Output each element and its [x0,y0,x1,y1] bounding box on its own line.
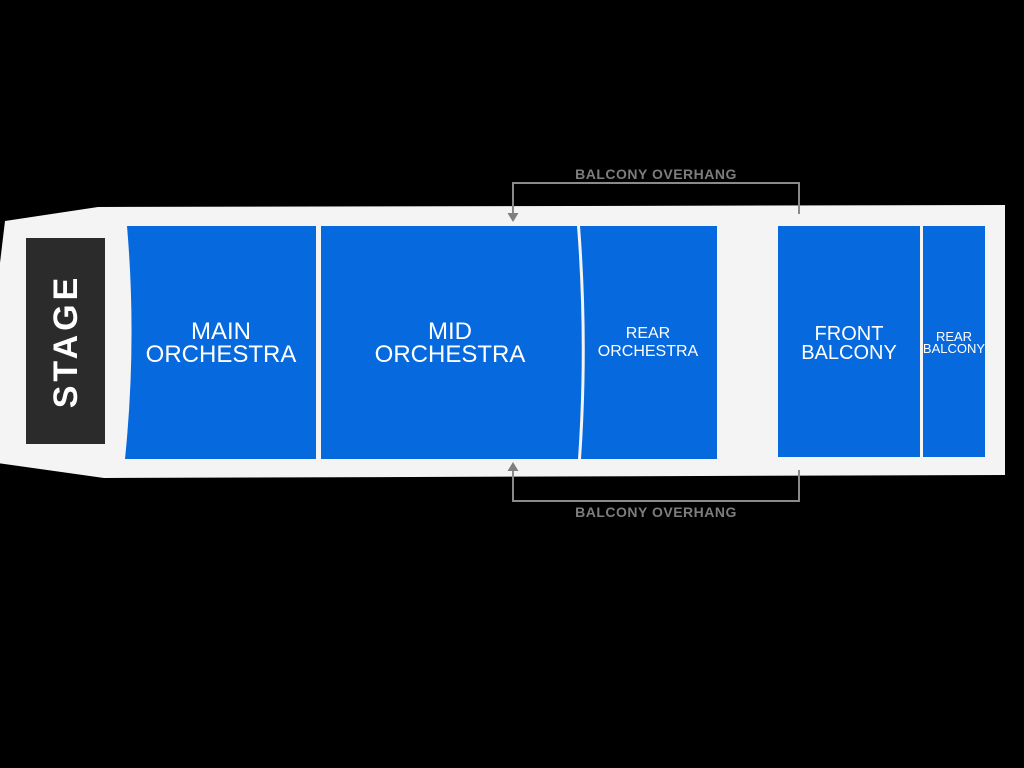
balcony-overhang-bottom-label: BALCONY OVERHANG [575,504,737,520]
mid-orchestra-label-line1: MID [428,318,472,345]
main-orchestra-label-line1: MAIN [191,318,251,345]
stage-block [26,238,105,444]
rear-balcony-label-line2: BALCONY [923,341,985,356]
balcony-overhang-bottom-arrow-icon [507,462,519,471]
main-orchestra-label-line2: ORCHESTRA [146,341,297,368]
balcony-overhang-bottom-bracket [512,468,800,502]
front-balcony-label-line1: FRONT [815,323,884,345]
section-rear-orchestra[interactable] [580,226,717,459]
rear-orchestra-label-line2: ORCHESTRA [598,343,699,360]
rear-orchestra-label-line1: REAR [626,325,670,342]
front-balcony-label-line2: BALCONY [801,342,897,364]
section-rear-balcony[interactable] [923,226,985,457]
mid-orchestra-label-line2: ORCHESTRA [375,341,526,368]
section-front-balcony[interactable] [778,226,920,457]
section-main-orchestra[interactable] [125,226,316,459]
stage-label: STAGE [47,274,85,409]
balcony-overhang-top-label: BALCONY OVERHANG [575,166,737,182]
rear-balcony-label-line1: REAR [936,329,972,344]
section-mid-orchestra[interactable] [321,226,582,459]
balcony-overhang-top-arrow-icon [507,213,519,222]
balcony-overhang-top-bracket [512,182,800,215]
